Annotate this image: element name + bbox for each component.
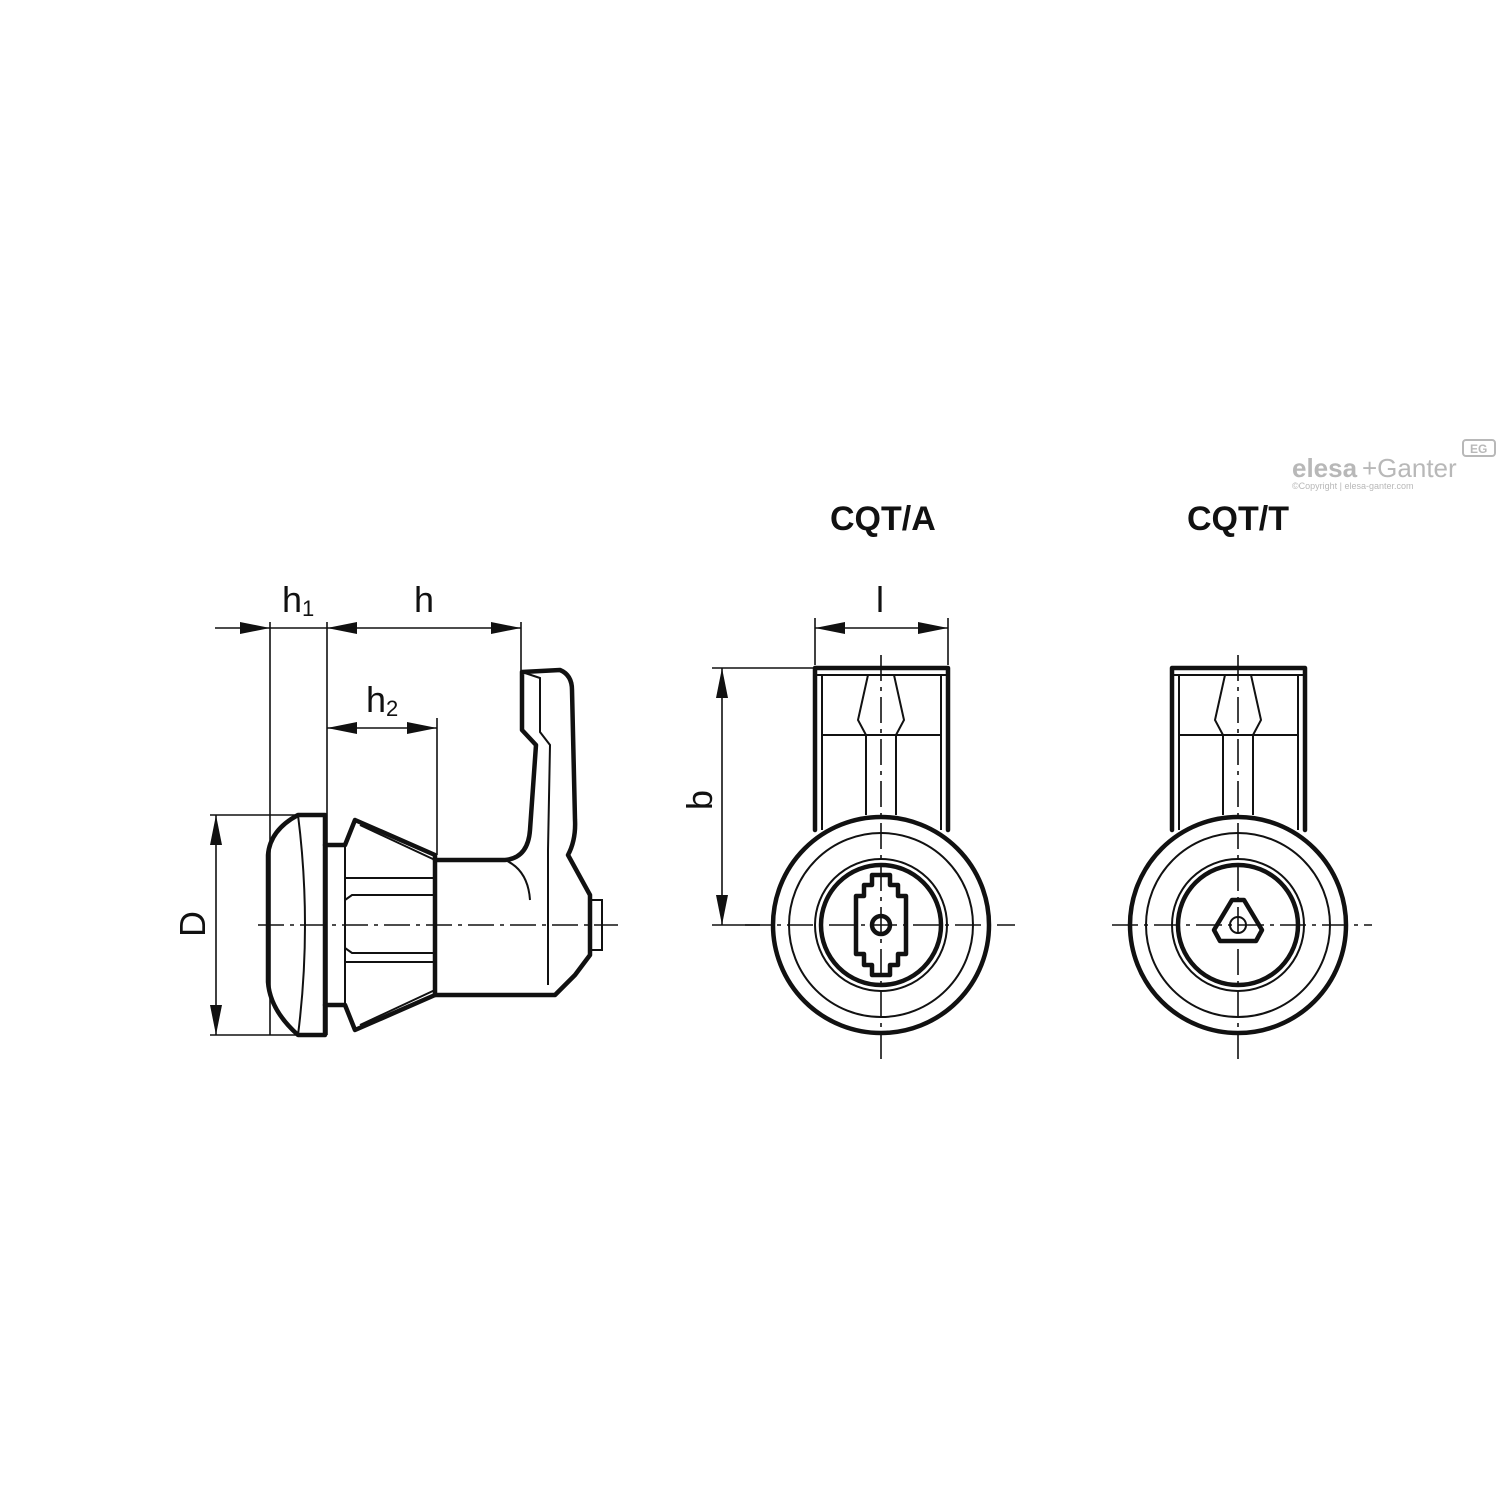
view-title-cqt-a: CQT/A [830, 500, 936, 538]
cqt-a-key-slot [853, 872, 909, 978]
dim-label-b: b [679, 790, 720, 810]
cqt-a-dimensions: l b [679, 579, 949, 926]
side-dimensions: h 1 h h 2 D [172, 579, 522, 1036]
brand-logo: elesa +Ganter EG ©Copyright | elesa-gant… [1292, 439, 1496, 491]
front-view-cqt-t [1112, 655, 1372, 1065]
dim-label-h2-main: h [366, 679, 386, 720]
logo-badge: EG [1470, 442, 1487, 456]
logo-text-ganter: +Ganter [1362, 453, 1457, 483]
dim-label-D: D [172, 911, 213, 937]
dim-label-h1-main: h [282, 579, 302, 620]
view-title-cqt-t: CQT/T [1187, 500, 1289, 538]
dim-label-h: h [414, 579, 434, 620]
logo-text-elesa: elesa [1292, 453, 1358, 483]
side-lever [432, 667, 593, 998]
side-cap [265, 812, 328, 1038]
side-view [258, 667, 618, 1038]
dim-label-h1-sub: 1 [302, 596, 314, 621]
dim-label-l: l [876, 579, 884, 620]
logo-badge-frame [1462, 439, 1496, 457]
copyright-text: ©Copyright | elesa-ganter.com [1292, 481, 1414, 491]
front-view-cqt-a [745, 655, 1015, 1065]
dim-label-h2-sub: 2 [386, 696, 398, 721]
cqt-t-triangle-socket [1211, 897, 1265, 944]
